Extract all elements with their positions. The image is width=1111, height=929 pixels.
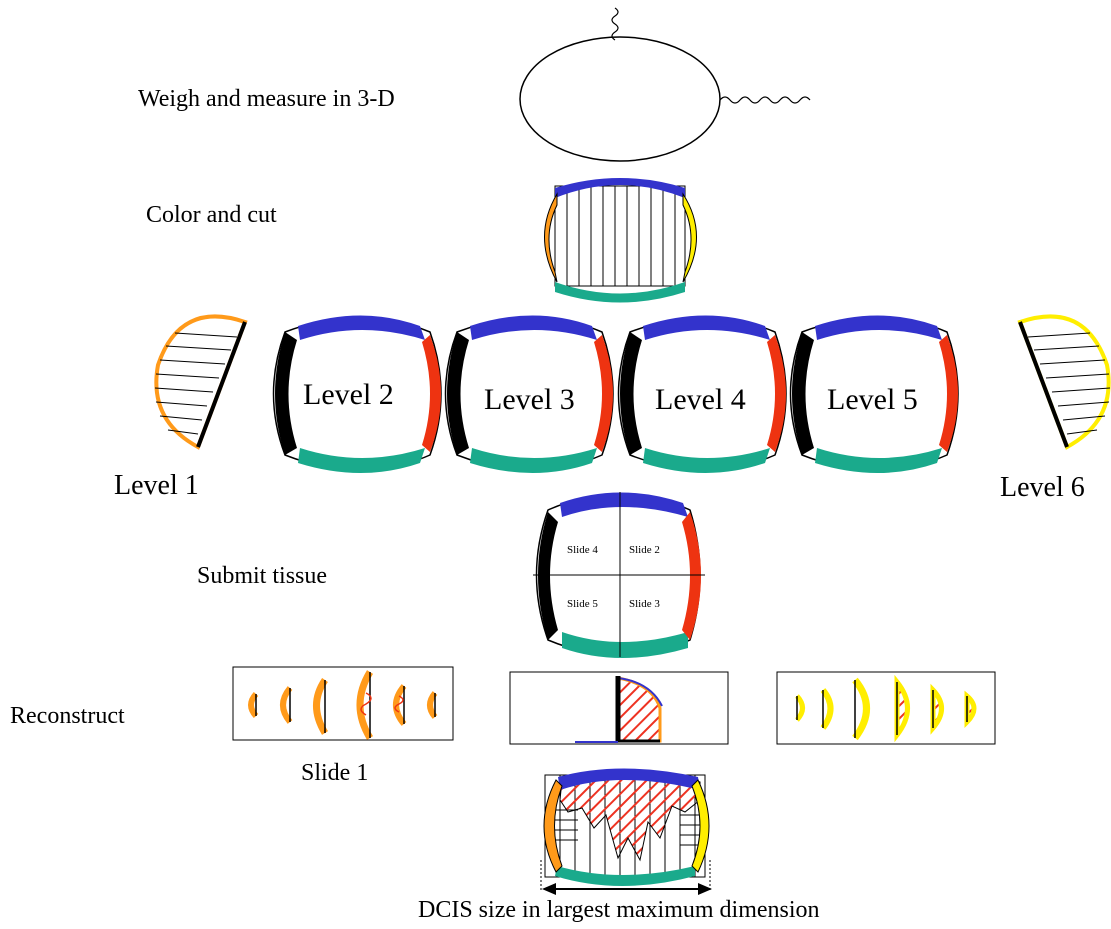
slide-3-label: Slide 3: [629, 598, 660, 610]
slide-5-label: Slide 5: [567, 598, 598, 610]
reconstruct-box-2: [509, 671, 729, 745]
suture-top: [611, 7, 619, 41]
level-3-block: [444, 315, 614, 473]
step-label-color: Color and cut: [146, 202, 277, 228]
reconstruct-box-3: [776, 671, 996, 745]
step-label-submit: Submit tissue: [197, 563, 328, 589]
slide-4-label: Slide 4: [567, 544, 598, 556]
level-4-label: Level 4: [655, 383, 746, 416]
specimen-ellipse: [519, 7, 811, 162]
dimension-arrow: [542, 883, 712, 895]
submit-tissue-block: [533, 492, 705, 658]
level-1-slab: [154, 314, 248, 450]
reconstruct-box-1: [232, 666, 454, 741]
level-6-label: Level 6: [1000, 472, 1085, 503]
level-5-label: Level 5: [827, 383, 918, 416]
suture-right: [719, 96, 811, 104]
step-label-weigh: Weigh and measure in 3-D: [138, 86, 395, 112]
reconstructed-specimen: [540, 768, 711, 892]
level-5-block: [789, 315, 959, 473]
level-1-label: Level 1: [114, 470, 199, 501]
level-3-label: Level 3: [484, 383, 575, 416]
level-4-block: [617, 315, 787, 473]
slide-1-label: Slide 1: [301, 760, 369, 786]
step-label-reconstruct: Reconstruct: [10, 703, 125, 729]
level-2-block: [272, 315, 442, 473]
colored-specimen: [544, 178, 697, 303]
dcis-caption: DCIS size in largest maximum dimension: [418, 897, 820, 923]
slide-2-label: Slide 2: [629, 544, 660, 556]
level-2-label: Level 2: [303, 378, 394, 411]
level-6-slab: [1017, 314, 1111, 450]
